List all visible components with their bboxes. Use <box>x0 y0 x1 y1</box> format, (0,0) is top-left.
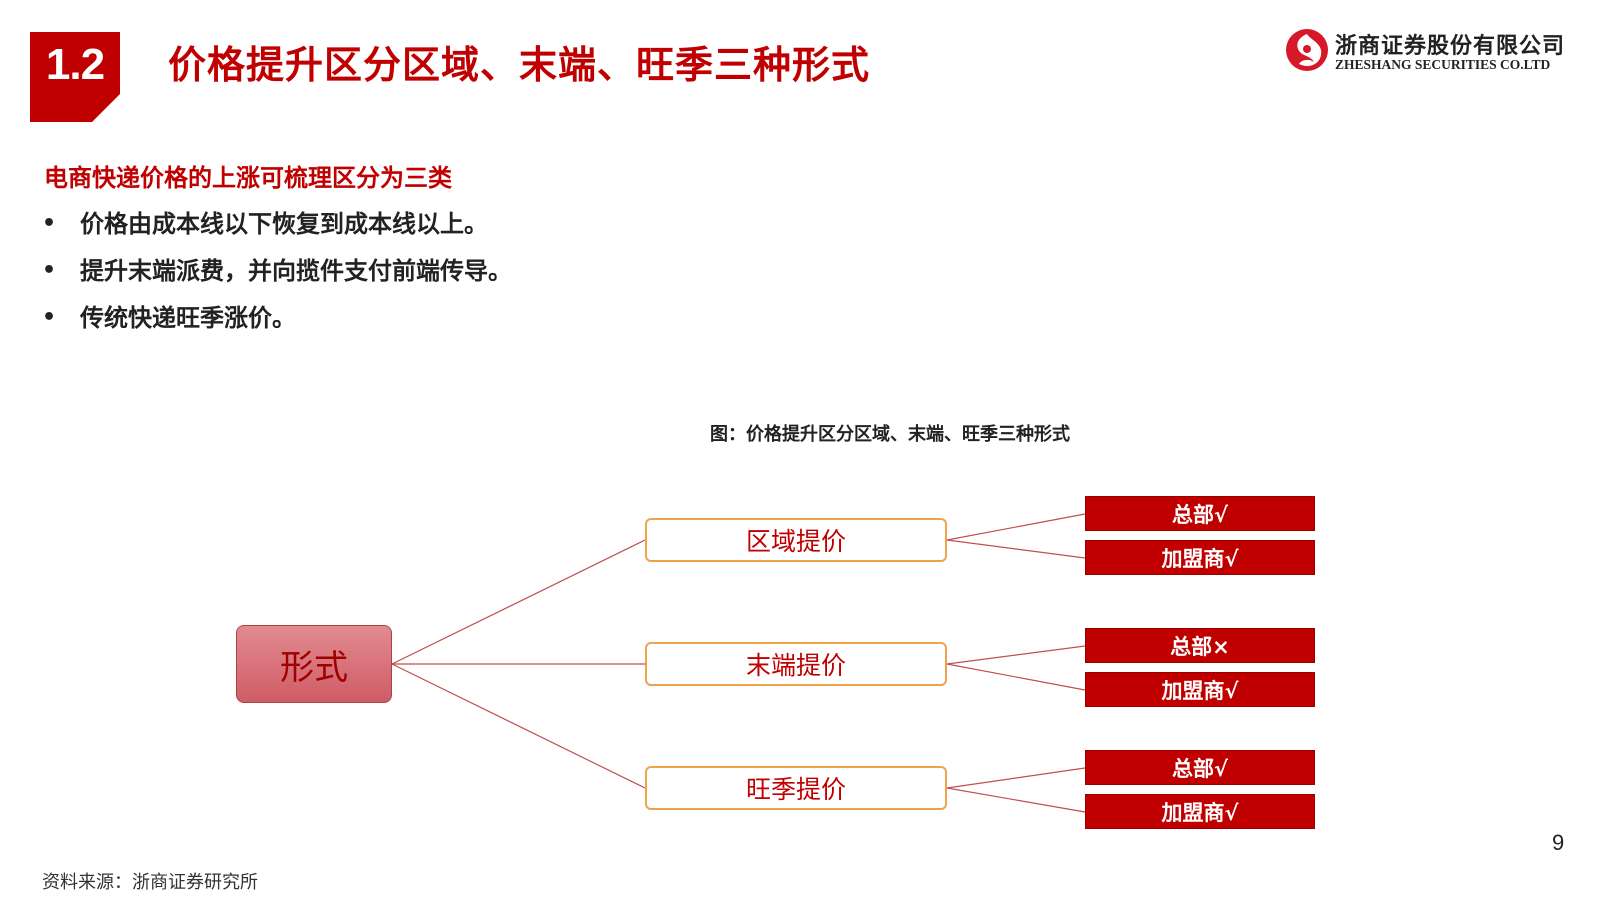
connector-root-to-region <box>391 539 646 665</box>
connector-terminal-to-franchisee <box>946 663 1086 691</box>
connector-region-to-franchisee <box>946 539 1086 559</box>
page-number: 9 <box>1552 830 1565 855</box>
section-number: 1.2 <box>45 40 105 89</box>
connector-root-to-peak <box>391 663 646 789</box>
zheshang-logo-icon <box>1286 29 1328 71</box>
leaf-terminal-franchisee: 加盟商√ <box>1085 672 1315 707</box>
logo-chinese-name: 浙商证券股份有限公司 <box>1335 33 1566 59</box>
page-title: 价格提升区分区域、末端、旺季三种形式 <box>168 43 871 87</box>
section-badge-shape <box>30 32 120 122</box>
connector-peak-to-hq <box>946 767 1086 789</box>
bullet-item: •提升末端派费，并向揽件支付前端传导。 <box>42 251 512 298</box>
connector-peak-to-franchisee <box>946 787 1086 813</box>
section-badge: 1.2 <box>30 32 120 122</box>
content-subheading: 电商快递价格的上涨可梳理区分为三类 <box>44 164 452 192</box>
leaf-terminal-hq: 总部× <box>1085 628 1315 663</box>
bullet-text: 传统快递旺季涨价。 <box>80 304 296 332</box>
leaf-peak-franchisee: 加盟商√ <box>1085 794 1315 829</box>
leaf-region-franchisee: 加盟商√ <box>1085 540 1315 575</box>
bullet-list: •价格由成本线以下恢复到成本线以上。 •提升末端派费，并向揽件支付前端传导。 •… <box>42 204 512 345</box>
connector-region-to-hq <box>946 513 1086 541</box>
company-logo: 浙商证券股份有限公司 ZHESHANG SECURITIES CO.LTD <box>1285 28 1565 78</box>
figure-caption: 图：价格提升区分区域、末端、旺季三种形式 <box>710 424 1070 445</box>
diagram-root-node: 形式 <box>236 625 392 703</box>
bullet-item: •价格由成本线以下恢复到成本线以上。 <box>42 204 512 251</box>
branch-node-terminal: 末端提价 <box>645 642 947 686</box>
source-note: 资料来源：浙商证券研究所 <box>42 872 258 893</box>
logo-english-name: ZHESHANG SECURITIES CO.LTD <box>1335 57 1551 72</box>
branch-node-region: 区域提价 <box>645 518 947 562</box>
bullet-text: 提升末端派费，并向揽件支付前端传导。 <box>80 257 512 285</box>
leaf-peak-hq: 总部√ <box>1085 750 1315 785</box>
branch-node-peak: 旺季提价 <box>645 766 947 810</box>
bullet-item: •传统快递旺季涨价。 <box>42 298 512 345</box>
connector-terminal-to-hq <box>946 645 1086 665</box>
bullet-text: 价格由成本线以下恢复到成本线以上。 <box>80 210 488 238</box>
leaf-region-hq: 总部√ <box>1085 496 1315 531</box>
